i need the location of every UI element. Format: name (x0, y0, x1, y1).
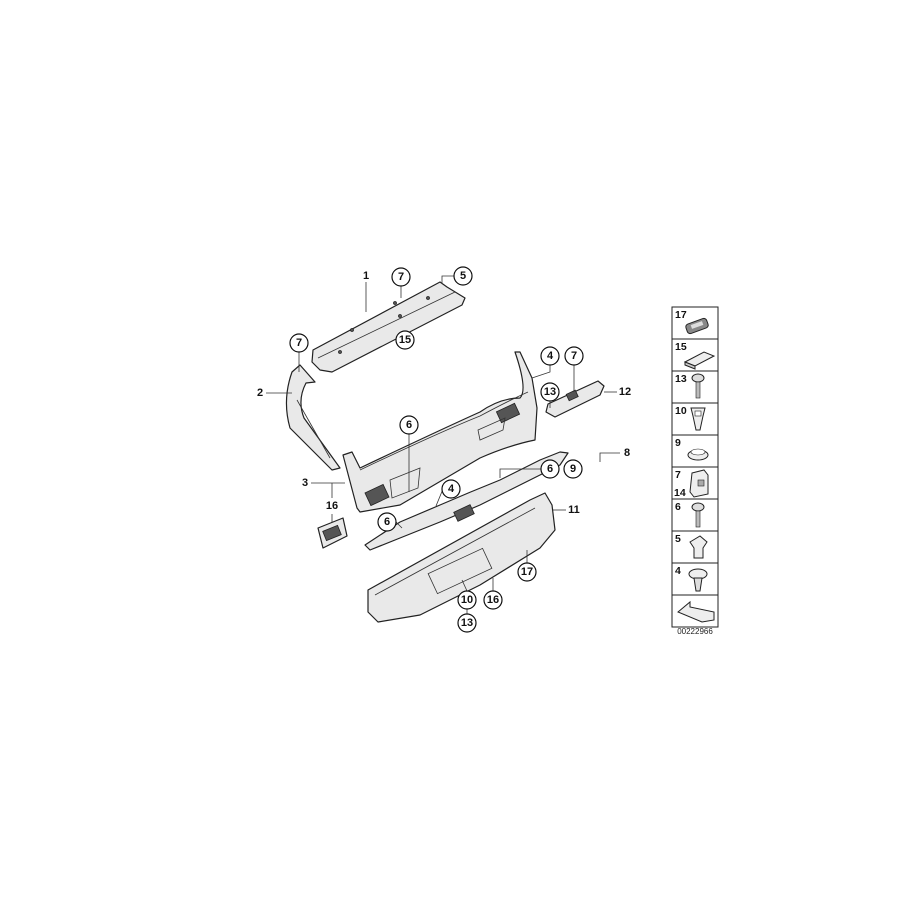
svg-text:16: 16 (487, 594, 499, 606)
part-main-tailgate-trim (342, 351, 538, 513)
svg-text:4: 4 (448, 483, 455, 495)
screw-icon (691, 502, 705, 528)
callout-17: 17 (517, 562, 537, 582)
legend-row-15: 15 (671, 338, 719, 372)
legend-row-arrow (671, 594, 719, 628)
svg-text:6: 6 (547, 463, 553, 475)
callout-11: 11 (568, 504, 580, 516)
nut-clip-icon (690, 407, 706, 431)
callout-16-bottom: 16 (483, 590, 503, 610)
svg-text:16: 16 (326, 500, 338, 512)
fastener-legend: 17 15 13 10 9 7 14 6 5 4 00222966 (671, 306, 719, 636)
svg-text:3: 3 (302, 477, 308, 489)
svg-text:13: 13 (544, 386, 556, 398)
svg-text:6: 6 (406, 419, 412, 431)
callout-15: 15 (395, 330, 415, 350)
callout-9: 9 (563, 459, 583, 479)
callout-7-top: 7 (391, 267, 411, 287)
svg-text:4: 4 (547, 350, 554, 362)
callout-6-center: 6 (399, 415, 419, 435)
screw-icon (691, 373, 705, 399)
grommet-pad-icon (685, 317, 709, 335)
part-lower-trim (367, 492, 556, 623)
svg-text:7: 7 (571, 350, 577, 362)
callout-7-left: 7 (289, 333, 309, 353)
part-sill-strip (364, 451, 569, 551)
svg-text:10: 10 (675, 405, 687, 417)
expanding-rivet-icon (688, 568, 708, 592)
diagram-number: 00222966 (677, 627, 713, 636)
callout-7-right: 7 (564, 346, 584, 366)
svg-text:5: 5 (460, 270, 466, 282)
callout-4-center: 4 (441, 479, 461, 499)
callout-13-right: 13 (540, 382, 560, 402)
svg-text:15: 15 (675, 341, 687, 353)
svg-text:9: 9 (675, 437, 681, 449)
svg-text:9: 9 (570, 463, 576, 475)
svg-text:7: 7 (398, 271, 404, 283)
svg-text:1: 1 (363, 270, 369, 282)
part-small-grille (317, 517, 348, 549)
svg-text:10: 10 (461, 594, 473, 606)
legend-row-6: 6 (671, 498, 719, 532)
callout-1: 1 (363, 270, 369, 282)
callout-4-right: 4 (540, 346, 560, 366)
direction-arrow-icon (677, 600, 715, 623)
legend-row-9: 9 (671, 434, 719, 468)
svg-text:8: 8 (624, 447, 630, 459)
callout-13-bottom: 13 (457, 613, 477, 633)
svg-text:2: 2 (257, 387, 263, 399)
part-upper-trim-panel (311, 281, 466, 373)
legend-row-13: 13 (671, 370, 719, 404)
foam-block-icon (683, 351, 716, 370)
callout-3: 3 (302, 477, 308, 489)
callout-5: 5 (453, 266, 473, 286)
callout-2: 2 (257, 387, 263, 399)
legend-row-10: 10 (671, 402, 719, 436)
callout-6-left: 6 (377, 512, 397, 532)
svg-text:17: 17 (521, 566, 533, 578)
callout-12: 12 (619, 386, 631, 398)
legend-row-17: 17 (671, 306, 719, 340)
part-side-pillar-trim (285, 364, 341, 471)
callout-16-left: 16 (326, 500, 338, 512)
svg-text:14: 14 (674, 487, 686, 499)
svg-text:7: 7 (296, 337, 302, 349)
svg-text:17: 17 (675, 309, 687, 321)
cap-plug-icon (687, 448, 709, 461)
callout-6-right: 6 (540, 459, 560, 479)
svg-text:5: 5 (675, 533, 681, 545)
svg-text:13: 13 (461, 617, 473, 629)
leader-lines (266, 275, 620, 614)
legend-row-7-14: 7 14 (671, 466, 719, 500)
legend-row-5: 5 (671, 530, 719, 564)
svg-text:11: 11 (568, 504, 580, 516)
svg-text:6: 6 (384, 516, 390, 528)
svg-text:13: 13 (675, 373, 687, 385)
legend-row-4: 4 (671, 562, 719, 596)
callout-10: 10 (457, 590, 477, 610)
callout-8: 8 (624, 447, 630, 459)
svg-text:6: 6 (675, 501, 681, 513)
svg-text:4: 4 (675, 565, 681, 577)
part-bracket (545, 380, 605, 418)
spring-clip-icon (689, 469, 709, 498)
svg-text:12: 12 (619, 386, 631, 398)
svg-text:15: 15 (399, 334, 411, 346)
svg-text:7: 7 (675, 469, 681, 481)
clip-nut-icon (689, 535, 708, 559)
